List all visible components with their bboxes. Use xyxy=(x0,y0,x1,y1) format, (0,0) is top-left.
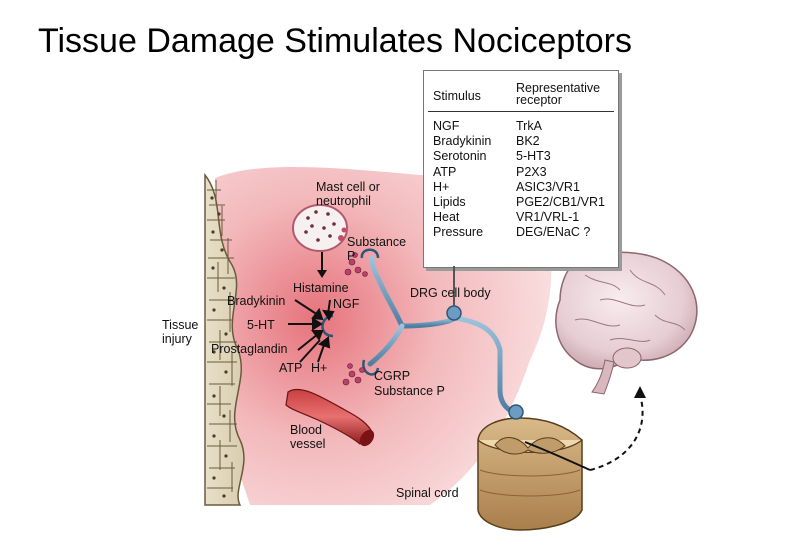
table-connector xyxy=(453,266,455,306)
label-substance-p-top: Substance P xyxy=(347,235,407,263)
label-cgrp: CGRP xyxy=(374,369,411,383)
vesicles xyxy=(342,252,368,386)
label-substance-p-bottom: Substance P xyxy=(374,384,445,398)
label-tissue-injury: Tissue injury xyxy=(162,318,199,346)
table-header-rule xyxy=(428,111,614,112)
table-cell-receptor: TrkA xyxy=(516,119,542,133)
table-cell-stimulus: Pressure xyxy=(433,225,484,240)
table-header-receptor: Representative receptor xyxy=(516,81,601,107)
nerve-ending-top xyxy=(360,248,380,259)
label-ngf: NGF xyxy=(333,297,360,311)
brain-stem xyxy=(591,359,615,395)
table-receptor-column: TrkA BK2 5-HT3 P2X3 ASIC3/VR1 PGE2/CB1/V… xyxy=(516,119,605,241)
label-prostaglandin: Prostaglandin xyxy=(211,342,288,356)
slide-title: Tissue Damage Stimulates Nociceptors xyxy=(38,22,632,60)
label-histamine: Histamine xyxy=(293,281,349,295)
table-header-stimulus: Stimulus xyxy=(433,89,481,103)
label-bradykinin: Bradykinin xyxy=(227,294,286,308)
label-spinal-cord: Spinal cord xyxy=(396,486,459,500)
cerebellum xyxy=(612,347,642,369)
stimulus-arrows xyxy=(288,299,335,363)
brain xyxy=(555,251,698,395)
table-cell-receptor: PGE2/CB1/VR1 xyxy=(516,194,605,209)
table-cell-stimulus: NGF xyxy=(433,119,460,133)
dorsal-root-ganglion xyxy=(508,404,524,420)
table-cell-receptor: ASIC3/VR1 xyxy=(516,179,580,194)
label-mast-cell: Mast cell or neutrophil xyxy=(316,180,380,208)
table-cell-stimulus: Serotonin xyxy=(433,149,487,164)
spinal-cord xyxy=(477,417,583,531)
mast-cell xyxy=(292,204,348,252)
table-cell-stimulus: Heat xyxy=(433,210,460,225)
table-cell-stimulus: H+ xyxy=(433,179,450,194)
table-cell-receptor: P2X3 xyxy=(516,164,547,179)
nerve-ending-bottom xyxy=(362,359,380,376)
table-cell-receptor: BK2 xyxy=(516,134,540,149)
spinal-projection xyxy=(524,441,591,471)
table-cell-stimulus: ATP xyxy=(433,164,457,179)
receptor-table: Stimulus Representative receptor NGF Bra… xyxy=(423,70,619,268)
label-h-plus: H+ xyxy=(311,361,328,375)
label-atp: ATP xyxy=(279,361,303,375)
tissue-nuclei xyxy=(210,196,228,498)
table-stimulus-column: NGF Bradykinin Serotonin ATP H+ Lipids H… xyxy=(433,119,491,241)
drg-cell-body xyxy=(446,305,462,321)
label-5ht: 5-HT xyxy=(247,318,275,332)
tissue-cells xyxy=(207,180,237,492)
table-cell-receptor: VR1/VRL-1 xyxy=(516,210,580,225)
table-cell-stimulus: Lipids xyxy=(433,194,466,209)
table-cell-receptor: DEG/ENaC ? xyxy=(516,225,591,240)
label-blood-vessel: Blood vessel xyxy=(290,423,326,451)
label-drg-cell-body: DRG cell body xyxy=(410,286,491,300)
blood-vessel xyxy=(285,388,375,447)
ascending-pathway xyxy=(589,394,644,471)
table-cell-stimulus: Bradykinin xyxy=(433,134,492,149)
table-cell-receptor: 5-HT3 xyxy=(516,149,551,164)
